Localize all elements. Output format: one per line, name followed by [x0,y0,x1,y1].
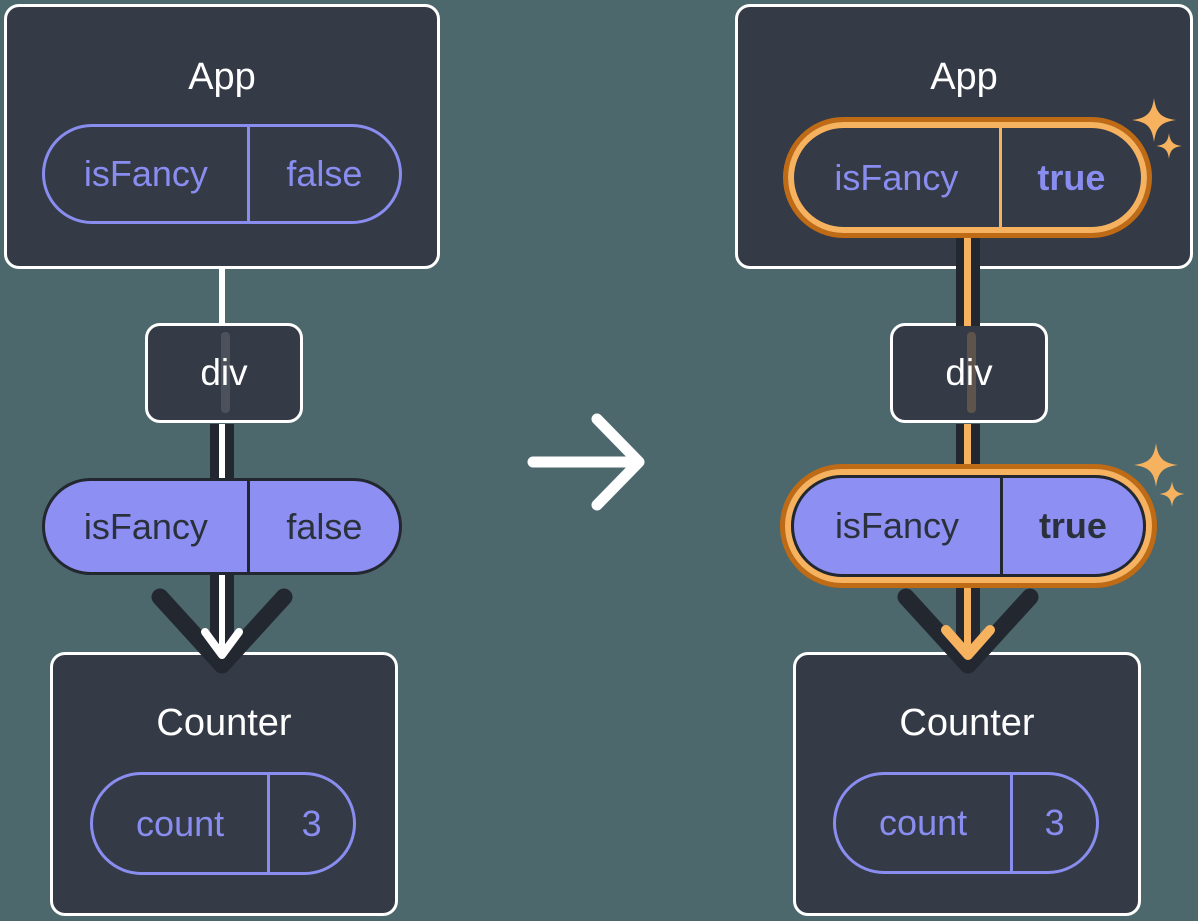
state-value: false [246,127,399,221]
prop-value: true [999,478,1143,574]
flow-line-core [964,424,971,480]
counter-title: Counter [899,702,1035,744]
prop-key: isFancy [834,505,959,546]
prop-pill-before: isFancy false [42,478,402,575]
prop-value: false [246,481,399,572]
sparkle-icon [1156,133,1182,159]
app-title: App [930,56,998,98]
right-arrow-icon [527,413,645,511]
highlight-ring: isFancy true [785,469,1152,583]
flow-line-core [219,573,225,654]
counter-title: Counter [156,702,292,744]
flow-line-core [964,236,971,326]
count-state-pill-after: count 3 [833,772,1099,874]
app-state-pill-after-highlight: isFancy true [783,117,1152,238]
state-value: 3 [267,775,353,872]
app-state-pill-after: isFancy true [794,128,1141,227]
sparkle-icon [1132,98,1176,142]
flow-line-core [219,424,225,480]
app-title: App [188,56,256,98]
sparkle-icon [1159,481,1185,507]
app-state-pill-before: isFancy false [42,124,402,224]
state-value: true [998,128,1141,227]
highlight-ring: isFancy true [788,122,1147,233]
line-through-div [967,332,976,413]
flow-line-app-to-div-before [219,266,225,326]
prop-pill-after-highlight: isFancy true [780,464,1157,588]
div-title: div [200,352,248,393]
div-title: div [945,352,993,393]
line-through-div [221,332,230,413]
state-value: 3 [1010,775,1096,871]
prop-pill-after: isFancy true [791,475,1146,577]
div-card-before: div [145,323,303,423]
prop-key: isFancy [83,505,208,547]
sparkle-icon [1134,443,1178,487]
count-state-pill-before: count 3 [90,772,356,875]
state-key: isFancy [83,153,208,194]
state-key: count [136,802,225,844]
down-arrow-icon [897,588,1039,674]
state-key: isFancy [834,156,959,198]
div-card-after: div [890,323,1048,423]
down-arrow-icon [151,588,293,674]
flow-line-core [964,586,971,654]
state-key: count [879,802,968,843]
